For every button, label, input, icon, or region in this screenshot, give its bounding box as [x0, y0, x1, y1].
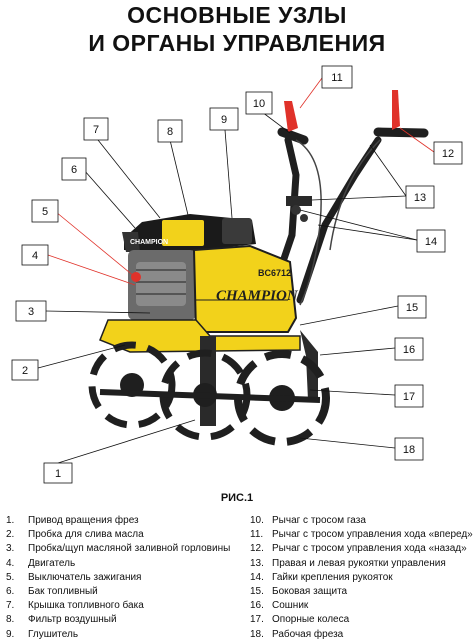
legend-right-column: 10.Рычаг с тросом газа 11.Рычаг с тросом… — [250, 514, 473, 642]
legend-item: 11.Рычаг с тросом управления хода «впере… — [250, 529, 473, 541]
legend-item: 4.Двигатель — [6, 557, 76, 569]
legend-item: 16.Сошник — [250, 600, 309, 612]
legend-item: 12.Рычаг с тросом управления хода «назад… — [250, 543, 467, 555]
svg-text:2: 2 — [22, 365, 28, 377]
legend-left-column: 1.Привод вращения фрез 2.Пробка для слив… — [6, 514, 230, 642]
page-title-line2: И ОРГАНЫ УПРАВЛЕНИЯ — [88, 30, 386, 56]
legend-item: 5.Выключатель зажигания — [6, 571, 142, 583]
svg-text:7: 7 — [93, 124, 99, 136]
callout-14: 14 — [416, 229, 446, 253]
svg-text:17: 17 — [403, 391, 415, 403]
svg-text:13: 13 — [414, 192, 426, 204]
legend-item: 3.Пробка/щуп масляной заливной горловины — [6, 543, 231, 555]
legend-item: 9.Глушитель — [6, 628, 79, 640]
callout-10: 10 — [245, 91, 273, 115]
body-cover: CHAMPION BC6712 CHAMPION — [130, 239, 299, 333]
control-cable-2 — [329, 139, 381, 251]
callout-8: 8 — [157, 119, 183, 143]
page-title-line1: ОСНОВНЫЕ УЗЛЫ — [127, 2, 347, 28]
callout-9: 9 — [209, 107, 239, 131]
engine — [122, 214, 256, 320]
svg-text:9: 9 — [221, 114, 227, 126]
svg-text:6: 6 — [71, 164, 77, 176]
svg-text:15: 15 — [406, 302, 418, 314]
callout-5: 5 — [31, 199, 59, 223]
svg-text:14: 14 — [425, 236, 437, 248]
callout-6: 6 — [61, 157, 87, 181]
svg-text:12: 12 — [442, 148, 454, 160]
legend-item: 15.Боковая защита — [250, 586, 348, 598]
svg-text:10: 10 — [253, 98, 265, 110]
svg-text:3: 3 — [28, 306, 34, 318]
legend-item: 14.Гайки крепления рукояток — [250, 571, 393, 583]
callout-1: 1 — [43, 462, 73, 484]
callout-7: 7 — [83, 117, 109, 141]
rotary-tiller-left — [88, 341, 176, 429]
legend-item: 17.Опорные колеса — [250, 614, 350, 626]
engine-brand: CHAMPION — [130, 239, 168, 246]
legend-item: 7.Крышка топливного бака — [6, 600, 144, 612]
callout-17: 17 — [394, 384, 424, 408]
tiller-axle — [99, 389, 321, 403]
svg-text:16: 16 — [403, 344, 415, 356]
model-label: BC6712 — [258, 268, 291, 278]
svg-text:8: 8 — [167, 126, 173, 138]
callouts — [37, 77, 435, 464]
callout-11: 11 — [321, 65, 353, 89]
callout-4: 4 — [21, 244, 49, 266]
legend-item: 1.Привод вращения фрез — [6, 515, 139, 526]
callout-13: 13 — [405, 185, 435, 209]
svg-text:11: 11 — [331, 72, 342, 84]
legend-item: 13.Правая и левая рукоятки управления — [250, 557, 446, 569]
callout-2: 2 — [11, 359, 39, 381]
drive-shaft — [200, 336, 216, 426]
callout-15: 15 — [397, 295, 427, 319]
legend-item: 18.Рабочая фреза — [250, 628, 344, 640]
callout-12: 12 — [433, 141, 463, 165]
brand-logo: CHAMPION — [216, 288, 299, 304]
callout-boxes: 1 2 3 4 5 6 7 8 9 10 11 12 13 14 15 16 1… — [11, 65, 463, 484]
legend-item: 6.Бак топливный — [6, 586, 98, 598]
cultivator-diagram: CHAMPION BC6712 CHAMPION — [11, 65, 463, 484]
figure-caption: РИС.1 — [220, 492, 254, 504]
handlebars — [266, 127, 429, 304]
callout-3: 3 — [15, 300, 47, 322]
control-cable — [295, 139, 322, 306]
callout-16: 16 — [394, 337, 424, 361]
svg-text:1: 1 — [55, 468, 61, 480]
legend-item: 10.Рычаг с тросом газа — [250, 515, 366, 526]
svg-text:5: 5 — [42, 206, 48, 218]
legend-item: 8.Фильтр воздушный — [6, 614, 117, 626]
svg-text:18: 18 — [403, 444, 415, 456]
callout-18: 18 — [394, 437, 424, 461]
red-levers — [284, 90, 400, 132]
svg-text:4: 4 — [32, 250, 38, 262]
legend-item: 2.Пробка для слива масла — [6, 529, 144, 541]
